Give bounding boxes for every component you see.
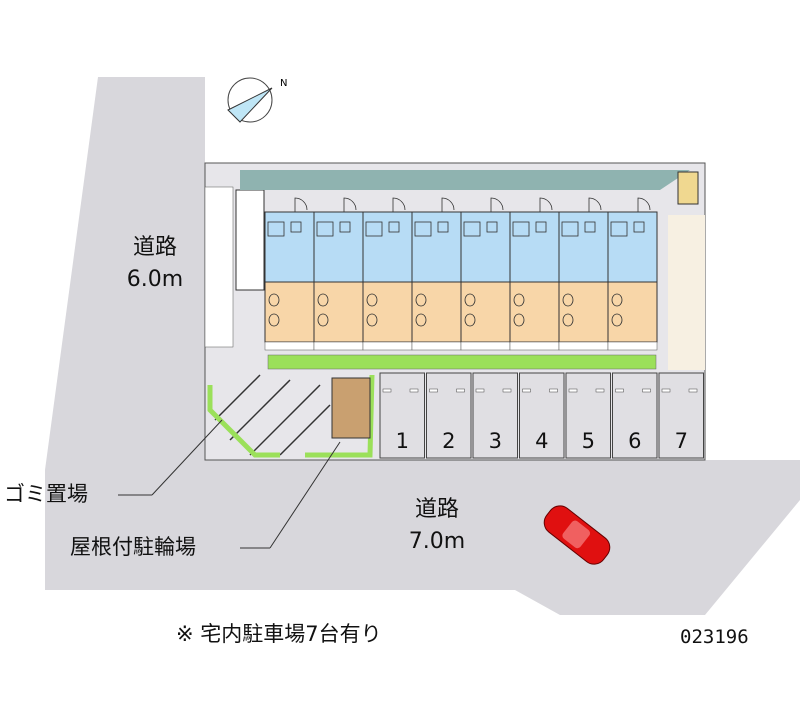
hedge [267, 354, 657, 370]
parking-number: 4 [535, 429, 548, 453]
parking-space: 7 [658, 372, 704, 459]
apartment-unit [411, 197, 462, 351]
parking-space: 5 [565, 372, 611, 459]
compass-icon [227, 77, 273, 123]
parking-number: 5 [582, 429, 595, 453]
parking-space: 2 [426, 372, 472, 459]
apartment-unit [460, 197, 511, 351]
apartment-unit [313, 197, 364, 351]
footnote: ※ 宅内駐車場7台有り [176, 622, 382, 646]
parking-number: 7 [675, 429, 688, 453]
utility-box [677, 171, 699, 205]
leader-bicycle-diag [269, 441, 341, 549]
apartment-unit [264, 197, 315, 351]
parking-number: 6 [628, 429, 641, 453]
parking-space: 4 [519, 372, 565, 459]
hedge-bike [305, 374, 375, 458]
bicycle-parking-label: 屋根付駐輪場 [70, 535, 196, 559]
road-name: 道路 [132, 235, 177, 260]
leader-garbage-diag [151, 419, 223, 496]
road-name: 道路 [414, 497, 459, 522]
parking-number: 3 [489, 429, 502, 453]
west-road-label: 道路 6.0m [115, 232, 195, 296]
parking-space: 3 [472, 372, 518, 459]
parking-space: 6 [612, 372, 658, 459]
apartment-unit [509, 197, 560, 351]
stair [235, 189, 265, 291]
apartment-unit [607, 197, 658, 351]
apartment-unit [362, 197, 413, 351]
south-road-label: 道路 7.0m [397, 494, 477, 558]
parking-number: 2 [442, 429, 455, 453]
road-width: 7.0m [408, 529, 466, 554]
hedge-west [207, 385, 280, 458]
property-id: 023196 [680, 626, 749, 648]
parking-number: 1 [396, 429, 409, 453]
road-width: 6.0m [126, 267, 184, 292]
east-yard [668, 215, 705, 370]
paved-walkway [204, 186, 234, 348]
parking-space: 1 [379, 372, 425, 459]
apartment-unit [558, 197, 609, 351]
road-west [45, 77, 205, 470]
eave-band [240, 170, 690, 190]
garbage-area [331, 377, 371, 439]
garbage-label: ゴミ置場 [4, 482, 88, 506]
car-icon [543, 505, 611, 565]
bicycle-parking-area [214, 374, 331, 456]
compass-label: N [280, 78, 287, 89]
